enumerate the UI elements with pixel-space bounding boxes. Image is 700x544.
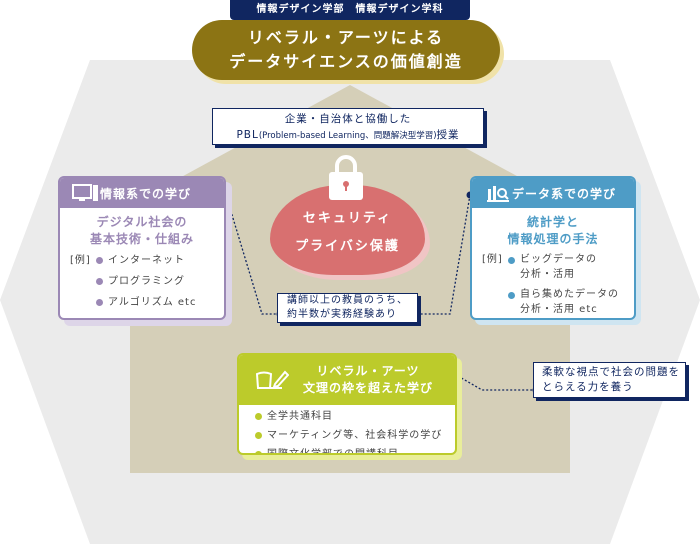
- lecturer-note: 講師以上の教員のうち、約半数が実務経験あり: [277, 293, 418, 323]
- book-pen-icon: [255, 370, 289, 389]
- list-item: ビッグデータの: [520, 254, 597, 265]
- data-title2: 情報処理の手法: [507, 232, 599, 246]
- example-label: [例]: [482, 254, 503, 265]
- liberal-list: 全学共通科目 マーケティング等、社会科学の学び 国際文化学部での開講科目: [255, 407, 455, 455]
- liberal-arts-card: リベラル・アーツ文理の枠を超えた学び 全学共通科目 マーケティング等、社会科学の…: [237, 353, 457, 455]
- list-item: アルゴリズム etc: [108, 297, 197, 308]
- lecturer-line1: 講師以上の教員のうち、: [287, 295, 408, 306]
- info-examples: [例] インターネット プログラミング アルゴリズム etc: [70, 252, 224, 311]
- title-line1: リベラル・アーツによる: [247, 28, 445, 47]
- data-header-label: データ系での学び: [512, 186, 617, 201]
- pbl-line1: 企業・自治体と協働した: [284, 113, 412, 125]
- side-note: 柔軟な視点で社会の問題をとらえる力を養う: [533, 362, 686, 398]
- data-analysis-icon: [487, 186, 509, 202]
- data-title: 統計学と情報処理の手法: [472, 214, 634, 248]
- list-item-cont: 分析・活用: [520, 269, 575, 280]
- example-label: [例]: [70, 255, 91, 266]
- side-note-line1: 柔軟な視点で社会の問題を: [542, 366, 680, 378]
- info-card: 情報系での学び デジタル社会の基本技術・仕組み [例] インターネット プログラミ…: [58, 176, 226, 320]
- connector-lines: [225, 194, 536, 391]
- pbl-abbr: PBL: [236, 129, 259, 141]
- list-item: インターネット: [108, 255, 185, 266]
- list-item-cont: 分析・活用 etc: [520, 304, 598, 315]
- security-line2: プライバシ保護: [295, 239, 400, 254]
- data-examples: [例] ビッグデータの分析・活用 自ら集めたデータの分析・活用 etc: [482, 252, 634, 317]
- pbl-end: 授業: [436, 129, 460, 141]
- pbl-note: 企業・自治体と協働した PBL(Problem-based Learning、問題…: [212, 108, 484, 145]
- department-tab: 情報デザイン学部 情報デザイン学科: [230, 0, 470, 20]
- list-item: 全学共通科目: [267, 411, 333, 422]
- list-item: プログラミング: [108, 276, 185, 287]
- list-item: 自ら集めたデータの: [520, 289, 619, 300]
- info-title2: 基本技術・仕組み: [89, 232, 194, 246]
- liberal-header2: 文理の枠を超えた学び: [302, 381, 433, 395]
- title-line2: データサイエンスの価値創造: [229, 52, 463, 71]
- lecturer-line2: 約半数が実務経験あり: [287, 309, 397, 320]
- side-note-line2: とらえる力を養う: [542, 381, 634, 393]
- liberal-header: リベラル・アーツ文理の枠を超えた学び: [239, 355, 455, 405]
- info-header: 情報系での学び: [60, 178, 224, 208]
- list-item: 国際文化学部での開講科目: [267, 449, 399, 455]
- liberal-header1: リベラル・アーツ: [316, 364, 420, 378]
- data-card: データ系での学び 統計学と情報処理の手法 [例] ビッグデータの分析・活用 自ら集…: [470, 176, 636, 320]
- data-header: データ系での学び: [472, 178, 634, 208]
- security-line1: セキュリティ: [302, 211, 393, 226]
- data-title1: 統計学と: [526, 215, 579, 229]
- pbl-detail: (Problem-based Learning、問題解決型学習): [258, 131, 437, 141]
- main-title: リベラル・アーツによるデータサイエンスの価値創造: [192, 20, 500, 80]
- computer-icon: [72, 184, 98, 201]
- list-item: マーケティング等、社会科学の学び: [267, 430, 443, 441]
- lock-icon: [329, 155, 363, 200]
- info-title: デジタル社会の基本技術・仕組み: [60, 214, 224, 248]
- info-header-label: 情報系での学び: [100, 186, 192, 201]
- info-title1: デジタル社会の: [96, 215, 188, 229]
